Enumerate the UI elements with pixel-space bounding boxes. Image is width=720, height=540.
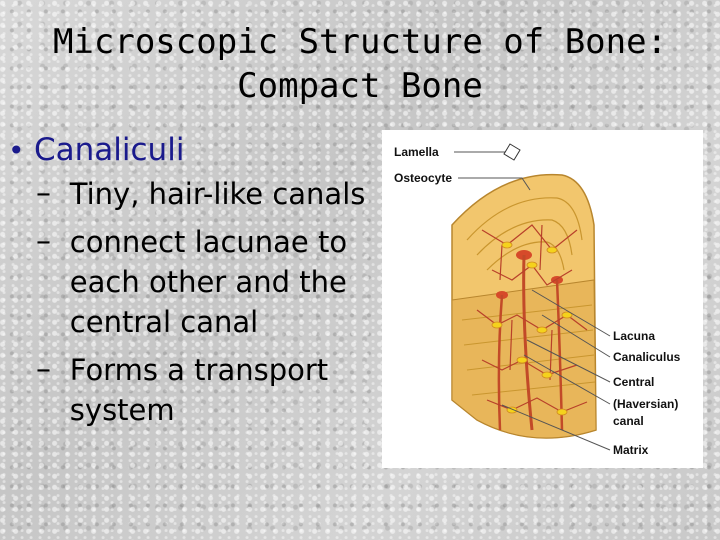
lamella-marker	[503, 143, 521, 161]
blood-vessel	[522, 254, 534, 431]
label-matrix: Matrix	[613, 443, 649, 457]
title-line-1: Microscopic Structure of Bone:	[52, 22, 668, 62]
compact-bone-figure: Lamella Osteocyte Lacuna Canaliculus Cen…	[382, 130, 703, 468]
blood-vessel	[497, 294, 504, 431]
label-canaliculus: Canaliculus	[613, 350, 681, 364]
lamella-ring	[466, 197, 583, 241]
label-osteocyte: Osteocyte	[394, 171, 452, 185]
sub-bullet-3: – Forms a transport system	[36, 350, 378, 430]
slide-title: Microscopic Structure of Bone: Compact B…	[0, 20, 720, 108]
sub-bullet-text: Forms a transport system	[69, 353, 329, 427]
label-lacuna: Lacuna	[613, 329, 655, 343]
sub-bullet-text: connect lacunae to each other and the ce…	[69, 225, 348, 339]
title-line-2: Compact Bone	[237, 66, 483, 106]
sub-bullet-text: Tiny, hair-like canals	[69, 177, 366, 211]
dash-icon: –	[36, 352, 51, 387]
label-central-3: canal	[613, 414, 644, 428]
lamella-ring	[486, 241, 565, 271]
sub-bullet-1: – Tiny, hair-like canals	[36, 174, 378, 214]
bullet-canaliculi: • Canaliculi	[8, 132, 378, 168]
label-central-1: Central	[613, 375, 654, 389]
bullet-icon: •	[8, 134, 25, 167]
label-central-2: (Haversian)	[613, 397, 678, 411]
bone-illustration: Lamella Osteocyte Lacuna Canaliculus Cen…	[394, 143, 681, 457]
bullet-list: • Canaliculi – Tiny, hair-like canals – …	[8, 132, 378, 430]
dash-icon: –	[36, 176, 51, 211]
dash-icon: –	[36, 224, 51, 259]
bullet-main-text: Canaliculi	[34, 132, 185, 168]
lacunae	[491, 241, 573, 416]
sub-bullet-2: – connect lacunae to each other and the …	[36, 222, 378, 342]
label-lamella: Lamella	[394, 145, 439, 159]
